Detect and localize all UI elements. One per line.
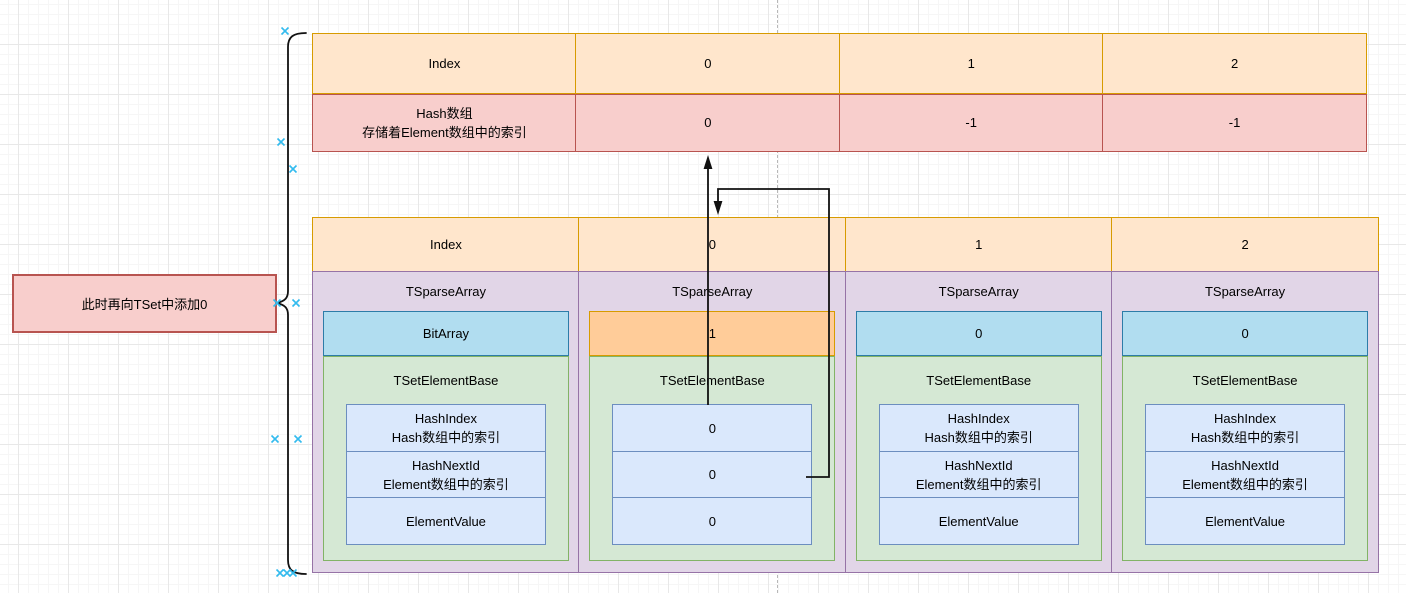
element-table-index-label: Index xyxy=(430,237,462,252)
elementvalue-field[interactable]: ElementValue xyxy=(878,497,1079,545)
connection-point-icon xyxy=(291,298,301,308)
hash-table-hash-label-line1: Hash数组 xyxy=(416,105,473,121)
sparsearray-cell-1[interactable]: TSparseArray 0 TSetElementBase HashIndex… xyxy=(844,271,1113,573)
element-table-body-row: TSparseArray BitArray TSetElementBase Ha… xyxy=(312,271,1379,573)
tsetelementbase-label: TSetElementBase xyxy=(393,373,499,388)
tsetelementbase-label: TSetElementBase xyxy=(1192,373,1298,388)
curly-brace-path xyxy=(276,32,307,575)
hash-table-hash-label-line2: 存储着Element数组中的索引 xyxy=(362,124,527,140)
tsetelementbase-box[interactable]: TSetElementBase HashIndex Hash数组中的索引 Has… xyxy=(1122,356,1368,561)
tsparsearray-label: TSparseArray xyxy=(1204,284,1286,299)
hash-table-hash-cell-2[interactable]: -1 xyxy=(1102,93,1367,152)
note-box[interactable]: 此时再向TSet中添加0 xyxy=(12,274,277,333)
tsetelementbase-label: TSetElementBase xyxy=(926,373,1032,388)
field-line2: Element数组中的索引 xyxy=(1182,476,1308,492)
field-line1: HashNextId xyxy=(1211,457,1280,473)
hash-table-hash-label-cell[interactable]: Hash数组 存储着Element数组中的索引 xyxy=(312,93,577,152)
element-table-index-label-cell[interactable]: Index xyxy=(312,217,580,272)
hash-table-hash-value: 0 xyxy=(704,115,712,130)
field-line1: HashIndex xyxy=(414,411,478,426)
hashindex-field[interactable]: HashIndex Hash数组中的索引 xyxy=(1145,404,1345,452)
hash-table-index-label-cell[interactable]: Index xyxy=(312,33,577,94)
sparsearray-cell-labels[interactable]: TSparseArray BitArray TSetElementBase Ha… xyxy=(312,271,580,573)
tsetelementbase-label: TSetElementBase xyxy=(659,373,765,388)
hash-table-index-cell-0[interactable]: 0 xyxy=(575,33,841,94)
hash-table-index-cell-1[interactable]: 1 xyxy=(838,33,1104,94)
hashnextid-field[interactable]: HashNextId Element数组中的索引 xyxy=(346,450,546,499)
hashnextid-field[interactable]: HashNextId Element数组中的索引 xyxy=(878,450,1079,499)
connection-point-icon xyxy=(270,434,280,444)
bitarray-value-box[interactable]: 0 xyxy=(855,311,1102,356)
element-table-index-value: 2 xyxy=(1241,237,1249,252)
field-line2: Hash数组中的索引 xyxy=(924,430,1033,445)
field-line2: Hash数组中的索引 xyxy=(1190,430,1300,445)
connection-point-icon xyxy=(275,568,285,578)
element-table-index-cell-1[interactable]: 1 xyxy=(844,217,1113,272)
tsparsearray-label: TSparseArray xyxy=(405,284,487,299)
elementvalue-field[interactable]: ElementValue xyxy=(1145,497,1345,545)
connection-point-icon xyxy=(288,164,298,174)
hash-table-index-value: 1 xyxy=(967,56,975,71)
tsetelementbase-box[interactable]: TSetElementBase 0 0 0 xyxy=(589,356,836,561)
field-line1: 0 xyxy=(708,467,716,482)
hashindex-value-field[interactable]: 0 xyxy=(612,404,813,452)
elementvalue-value-field[interactable]: 0 xyxy=(612,497,813,545)
element-table-index-row: Index 0 1 2 xyxy=(312,217,1379,272)
tsparsearray-label: TSparseArray xyxy=(938,284,1019,299)
hashindex-field[interactable]: HashIndex Hash数组中的索引 xyxy=(346,404,546,452)
bitarray-value: 0 xyxy=(975,326,983,341)
tsparsearray-label: TSparseArray xyxy=(672,284,753,299)
element-table-index-cell-2[interactable]: 2 xyxy=(1111,217,1379,272)
note-label: 此时再向TSet中添加0 xyxy=(81,297,208,312)
connection-point-icon xyxy=(276,137,286,147)
bitarray-value: 0 xyxy=(1241,326,1249,341)
hashnextid-value-field[interactable]: 0 xyxy=(612,450,813,499)
field-line1: HashNextId xyxy=(411,457,480,473)
field-line1: 0 xyxy=(708,513,716,529)
hashindex-field[interactable]: HashIndex Hash数组中的索引 xyxy=(878,404,1079,452)
hash-table-hash-row: Hash数组 存储着Element数组中的索引 0 -1 -1 xyxy=(312,93,1367,152)
field-line1: HashIndex xyxy=(1213,411,1277,426)
hash-table-index-cell-2[interactable]: 2 xyxy=(1102,33,1367,94)
hash-table-hash-cell-0[interactable]: 0 xyxy=(575,93,841,152)
element-table-index-value: 1 xyxy=(975,237,983,252)
sparsearray-cell-2[interactable]: TSparseArray 0 TSetElementBase HashIndex… xyxy=(1111,271,1379,573)
connection-point-icon xyxy=(293,434,303,444)
hash-table-index-value: 0 xyxy=(704,56,712,71)
element-array-table[interactable]: Index 0 1 2 TSparseArray BitArray TSetEl… xyxy=(312,217,1379,573)
field-line1: ElementValue xyxy=(405,513,486,529)
bitarray-value: 1 xyxy=(708,326,716,341)
element-table-index-value: 0 xyxy=(708,237,716,252)
tsetelementbase-box[interactable]: TSetElementBase HashIndex Hash数组中的索引 Has… xyxy=(855,356,1102,561)
hashnextid-field[interactable]: HashNextId Element数组中的索引 xyxy=(1145,450,1345,499)
connection-point-icon xyxy=(282,568,292,578)
hash-table-hash-value: -1 xyxy=(965,115,977,130)
hash-array-table[interactable]: Index 0 1 2 Hash数组 存储着Element数组中的索引 0 -1 xyxy=(312,33,1367,152)
field-line1: 0 xyxy=(708,420,716,436)
field-line2: Element数组中的索引 xyxy=(915,476,1042,492)
field-line1: HashNextId xyxy=(944,457,1013,473)
connection-point-icon xyxy=(288,568,298,578)
field-line2: Element数组中的索引 xyxy=(383,476,509,492)
bitarray-box[interactable]: BitArray xyxy=(323,311,569,356)
field-line2: Hash数组中的索引 xyxy=(391,430,501,445)
hash-table-hash-value: -1 xyxy=(1228,115,1241,130)
field-line1: HashIndex xyxy=(947,411,1010,426)
field-line1: ElementValue xyxy=(938,513,1019,529)
hash-table-hash-cell-1[interactable]: -1 xyxy=(838,93,1104,152)
bitarray-value-box[interactable]: 0 xyxy=(1122,311,1368,356)
bitarray-value-box-highlighted[interactable]: 1 xyxy=(589,311,836,356)
bitarray-box-label: BitArray xyxy=(422,326,470,341)
hash-table-index-label: Index xyxy=(428,56,461,71)
sparsearray-cell-0[interactable]: TSparseArray 1 TSetElementBase 0 0 0 xyxy=(578,271,847,573)
elementvalue-field[interactable]: ElementValue xyxy=(346,497,546,545)
hash-table-index-row: Index 0 1 2 xyxy=(312,33,1367,94)
hash-table-index-value: 2 xyxy=(1230,56,1239,71)
field-line1: ElementValue xyxy=(1205,513,1286,529)
element-table-index-cell-0[interactable]: 0 xyxy=(578,217,847,272)
tsetelementbase-box[interactable]: TSetElementBase HashIndex Hash数组中的索引 Has… xyxy=(323,356,569,561)
connection-point-icon xyxy=(280,26,290,36)
